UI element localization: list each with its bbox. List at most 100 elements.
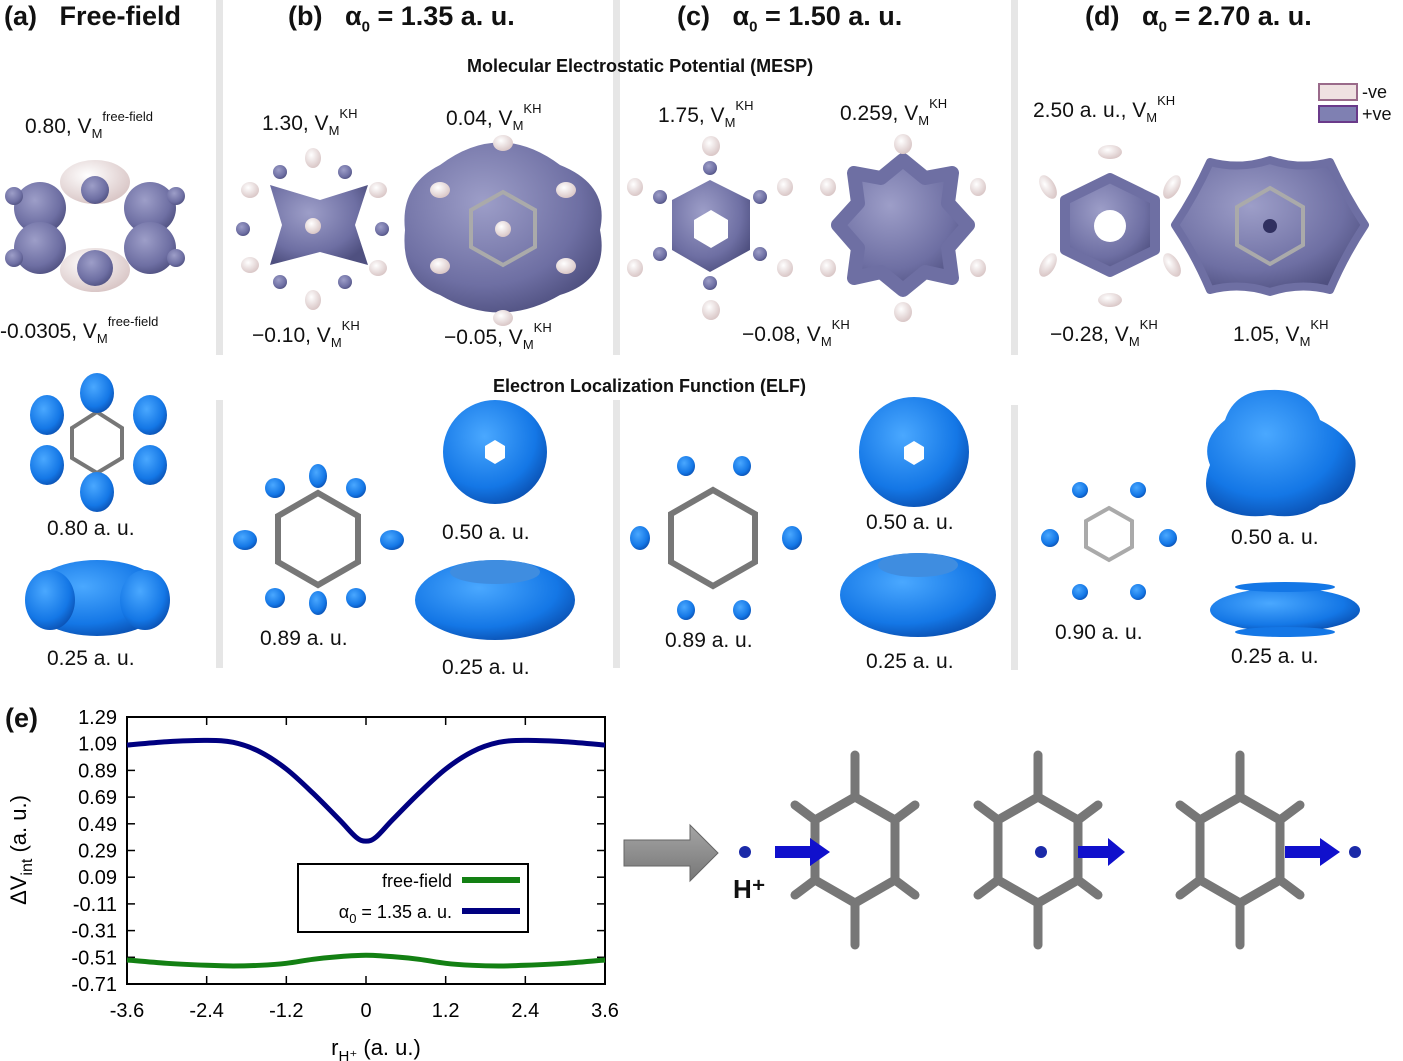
elf-free-field-molecule	[25, 373, 170, 636]
mesp-label-sup: KH	[523, 101, 542, 116]
mesp-label-sub: M	[522, 337, 534, 353]
mesp-label-value: 0.04, V	[446, 107, 513, 130]
mesp-molecule-c2	[820, 134, 986, 322]
mesp-label-sub: M	[1299, 334, 1311, 350]
y-tick-label: 0.09	[78, 867, 117, 889]
mesp-free-field-molecule	[5, 160, 185, 292]
mesp-label-sup: KH	[341, 318, 360, 333]
mesp-label-sub: M	[328, 123, 340, 139]
benzene-position-1	[790, 750, 920, 950]
mesp-label-value: 0.80, V	[25, 115, 92, 138]
legend-swatch-positive	[1318, 105, 1358, 123]
x-tick-label: 1.2	[432, 1000, 460, 1022]
mesp-label-sup: KH	[533, 320, 552, 335]
mesp-label: 2.50 a. u., VMKH	[1033, 93, 1175, 125]
mesp-molecule-d2	[1171, 156, 1369, 296]
elf-isovalue-label: 0.89 a. u.	[260, 627, 348, 650]
legend-label-positive: +ve	[1362, 103, 1392, 124]
mesp-label-value: 1.30, V	[262, 112, 329, 135]
proton-label: H⁺	[733, 874, 766, 904]
mesp-label: -0.0305, VMfree-field	[0, 314, 158, 346]
alpha-subscript: 0	[361, 18, 370, 36]
panel-heading: Free-field	[59, 1, 182, 31]
mesp-molecule-b2	[404, 135, 602, 326]
panel-d-title: (d) α0 = 2.70 a. u.	[1085, 1, 1312, 35]
alpha-symbol: α	[732, 1, 750, 31]
molecule-illustrations	[5, 134, 1369, 640]
mesp-molecule-b1	[236, 148, 389, 310]
x-tick-label: -3.6	[110, 1000, 144, 1022]
panel-separator	[613, 0, 620, 355]
series-line-alpha-1-35	[126, 737, 606, 844]
benzene-position-3	[1175, 750, 1305, 950]
x-tick-label: 3.6	[591, 1000, 619, 1022]
mesp-label: −0.28, VMKH	[1050, 317, 1158, 349]
mesp-legend: -ve +ve	[1318, 81, 1392, 125]
y-tick-label: -0.51	[71, 947, 117, 969]
panel-c-title: (c) α0 = 1.50 a. u.	[677, 1, 902, 35]
alpha-value: = 1.35 a. u.	[369, 1, 515, 31]
mesp-label-sup: KH	[1139, 317, 1158, 332]
mesp-section-title: Molecular Electrostatic Potential (MESP)	[467, 56, 814, 76]
mesp-label: −0.08, VMKH	[742, 317, 850, 350]
y-tick-label: 1.09	[78, 734, 117, 756]
mesp-label: 0.259, VMKH	[840, 96, 947, 128]
proton-icon	[1035, 846, 1047, 858]
mesp-label: 0.80, VMfree-field	[25, 109, 153, 142]
elf-molecule-d1	[1041, 482, 1177, 600]
mesp-label: 0.04, VM KH	[446, 101, 541, 134]
mesp-label-sub: M	[330, 335, 342, 351]
elf-molecule-b1	[233, 464, 404, 615]
panel-letter: (b)	[288, 1, 323, 31]
mesp-label-sub: M	[512, 118, 524, 134]
y-tick-label: 0.69	[78, 787, 117, 809]
alpha-symbol: α	[345, 1, 362, 31]
x-tick-label: 2.4	[511, 1000, 539, 1022]
y-tick-label: -0.71	[71, 974, 117, 996]
mesp-label-value: −0.05, V	[444, 326, 523, 349]
elf-isovalue-label: 0.50 a. u.	[442, 521, 530, 544]
mesp-label-value: 1.05, V	[1233, 323, 1300, 346]
mesp-molecule-c1	[627, 136, 793, 320]
mesp-label-sup: KH	[929, 96, 948, 111]
benzene-position-2	[973, 750, 1103, 950]
mesp-label-sub: M	[91, 126, 103, 142]
panel-separator	[1011, 405, 1018, 670]
elf-isovalue-label: 0.80 a. u.	[47, 517, 135, 540]
panel-separator	[216, 400, 223, 668]
mesp-label-value: 1.75, V	[658, 104, 725, 127]
elf-isovalue-label: 0.25 a. u.	[866, 650, 954, 673]
y-tick-label: -0.31	[71, 921, 117, 943]
y-axis-label: ΔVint (a. u.)	[6, 795, 36, 905]
mesp-label: −0.10, VM KH	[252, 318, 360, 351]
elf-isovalue-label: 0.89 a. u.	[665, 629, 753, 652]
x-tick-label: 0	[360, 1000, 371, 1022]
elf-molecule-c1	[630, 456, 802, 620]
mesp-label-sup: KH	[1157, 93, 1176, 108]
elf-molecule-d2	[1206, 389, 1360, 637]
alpha-value: = 1.50 a. u.	[757, 1, 903, 31]
plot-frame	[126, 716, 606, 985]
alpha-value: = 2.70 a. u.	[1166, 1, 1312, 31]
y-tick-label: -0.11	[73, 894, 117, 916]
mesp-label-sub: M	[820, 334, 832, 350]
mesp-label: −0.05, VM KH	[444, 320, 552, 353]
y-tick-label: 0.89	[78, 760, 117, 782]
mesp-label-sup: KH	[735, 98, 754, 113]
x-tick-label: -2.4	[189, 1000, 223, 1022]
direction-arrow	[1078, 838, 1125, 866]
elf-isovalue-label: 0.25 a. u.	[1231, 645, 1319, 668]
panel-separator	[216, 0, 223, 355]
legend-label-negative: -ve	[1362, 81, 1388, 102]
mesp-label-sub: M	[724, 115, 736, 131]
x-tick-label: -1.2	[269, 1000, 303, 1022]
elf-isovalue-label: 0.50 a. u.	[866, 511, 954, 534]
alpha-symbol: α	[1142, 1, 1159, 31]
mesp-label-value: 0.259, V	[840, 102, 919, 125]
proton-icon	[1349, 846, 1361, 858]
proton-scan-schematic	[623, 750, 1361, 950]
mesp-label-value: −0.10, V	[252, 324, 331, 347]
panel-letter: (c)	[677, 1, 710, 31]
mesp-label-sup: free-field	[107, 314, 159, 329]
